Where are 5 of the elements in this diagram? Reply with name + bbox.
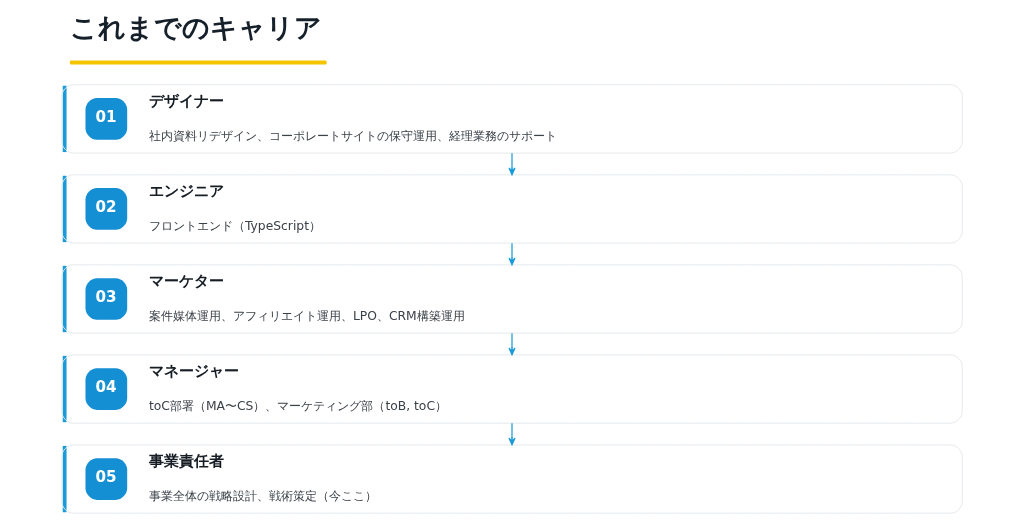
arrow [508, 422, 516, 446]
arrow [508, 152, 516, 176]
arrow [508, 332, 516, 356]
arrow [508, 242, 516, 266]
diagram-title: これまでのキャリア [69, 11, 322, 44]
